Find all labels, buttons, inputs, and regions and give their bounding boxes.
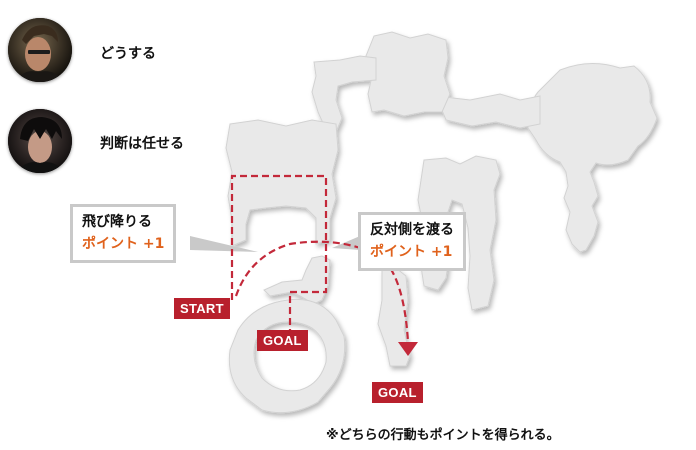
route-jump-arc (234, 240, 410, 343)
top-square-room (365, 31, 451, 117)
callout-jump-down-points: ポイント +1 (82, 236, 165, 252)
option-label-what-to-do: どうする (100, 46, 156, 62)
callout-cross-over: 反対側を渡る ポイント +1 (358, 212, 466, 271)
portrait-ignis-image (8, 18, 72, 82)
map-rooms (225, 31, 658, 414)
callout-cross-over-points: ポイント +1 (370, 244, 453, 260)
character-portrait-ignis (8, 18, 72, 82)
portrait-noctis-image (8, 109, 72, 173)
route-arrowhead (398, 342, 418, 356)
callout-jump-down-title: 飛び降りる (82, 214, 152, 230)
option-label-leave-it: 判断は任せる (100, 136, 184, 152)
character-portrait-noctis (8, 109, 72, 173)
top-corridor (435, 93, 541, 129)
callout-pointer-left (190, 236, 258, 252)
start-marker: START (174, 298, 230, 319)
main-upper-room (225, 119, 339, 247)
callout-jump-down: 飛び降りる ポイント +1 (70, 204, 177, 263)
right-round-chamber (527, 63, 658, 253)
route-start-to-goal-left (230, 174, 328, 332)
route-lines (230, 174, 410, 343)
right-corridor (417, 155, 501, 311)
upper-left-corridor (311, 55, 377, 133)
goal-marker-right: GOAL (372, 382, 423, 403)
footnote-text: ※どちらの行動もポイントを得られる。 (326, 428, 560, 443)
lower-right-corridor (377, 267, 411, 367)
goal-marker-left: GOAL (257, 330, 308, 351)
middle-column (263, 255, 331, 305)
ring-room (228, 298, 346, 414)
callout-cross-over-title: 反対側を渡る (370, 222, 454, 238)
callout-pointer-right (332, 236, 360, 250)
